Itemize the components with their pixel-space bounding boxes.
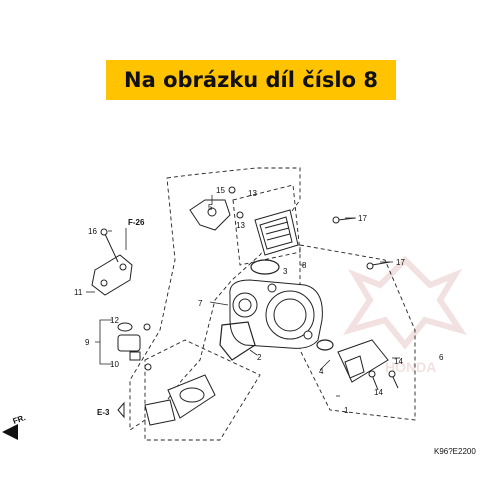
bracket-11 (91, 254, 133, 296)
ref-f26: F-26 (128, 218, 145, 227)
right-outline (299, 244, 416, 421)
svg-text:HONDA: HONDA (385, 359, 436, 375)
title-banner: Na obrázku díl číslo 8 (106, 60, 396, 100)
honda-watermark: HONDA (342, 255, 468, 375)
sensor-9 (117, 322, 141, 361)
part-label-10: 10 (110, 360, 119, 369)
part-label-17a: 17 (358, 214, 367, 223)
part-label-3: 3 (283, 267, 288, 276)
intake-insulator (144, 374, 216, 426)
e3-arrow (117, 401, 125, 419)
bracket-5 (189, 199, 231, 231)
part-label-17b: 17 (396, 258, 405, 267)
part-label-13b: 13 (236, 221, 245, 230)
sensor-6 (337, 339, 389, 383)
ref-e3: E-3 (97, 408, 110, 417)
part-label-8: 8 (302, 261, 307, 270)
lower-outline (144, 339, 261, 441)
o-ring-3 (250, 259, 280, 275)
o-ring-4 (316, 339, 334, 351)
gasket-2 (219, 321, 256, 361)
ref-fr: FR. (12, 413, 27, 426)
banner-text: Na obrázku díl číslo 8 (124, 68, 378, 92)
part-label-11: 11 (74, 288, 83, 297)
part-label-7: 7 (198, 299, 203, 308)
part-label-15: 15 (216, 186, 225, 195)
part-label-6: 6 (439, 353, 444, 362)
part-label-12: 12 (110, 316, 119, 325)
part-label-4: 4 (319, 367, 324, 376)
part-label-2: 2 (257, 353, 262, 362)
part-label-16: 16 (88, 227, 97, 236)
throttle-body (229, 279, 323, 349)
part-label-14b: 14 (374, 388, 383, 397)
part-label-13a: 13 (248, 189, 257, 198)
diagram-code: K96?E2200 (434, 447, 476, 456)
part-label-14a: 14 (394, 357, 403, 366)
part-label-5: 5 (208, 203, 213, 212)
part-label-1: 1 (344, 406, 349, 415)
sensor-module-8 (254, 209, 299, 256)
part-label-9: 9 (85, 338, 90, 347)
front-arrow-icon (2, 424, 18, 440)
